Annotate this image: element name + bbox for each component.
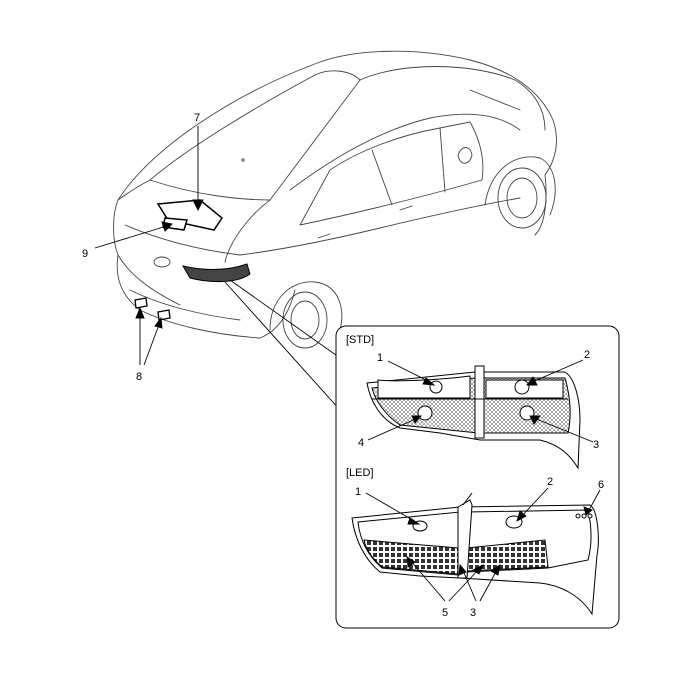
car-leaders bbox=[94, 126, 351, 411]
led-lamp-assembly bbox=[351, 492, 599, 616]
std-callout-3: 3 bbox=[593, 439, 599, 451]
led-callout-3: 3 bbox=[470, 607, 476, 619]
license-lamp-left bbox=[134, 297, 148, 309]
license-lamp-right bbox=[157, 309, 171, 321]
std-lamp-assembly bbox=[366, 365, 581, 470]
led-callout-1: 1 bbox=[355, 486, 361, 498]
led-callout-5: 5 bbox=[442, 607, 448, 619]
led-label: [LED] bbox=[346, 467, 374, 479]
std-callout-2: 2 bbox=[584, 349, 590, 361]
car-tail-lamp bbox=[181, 263, 251, 283]
callout-7: 7 bbox=[194, 112, 200, 124]
led-callout-2: 2 bbox=[547, 476, 553, 488]
callout-9: 9 bbox=[82, 248, 88, 260]
std-callout-1: 1 bbox=[377, 352, 383, 364]
led-callout-6: 6 bbox=[598, 479, 604, 491]
car-body bbox=[113, 50, 557, 349]
std-callout-4: 4 bbox=[358, 437, 364, 449]
callout-8: 8 bbox=[136, 371, 142, 383]
std-label: [STD] bbox=[346, 334, 374, 346]
std-leaders bbox=[367, 359, 594, 443]
led-leaders bbox=[365, 487, 601, 602]
